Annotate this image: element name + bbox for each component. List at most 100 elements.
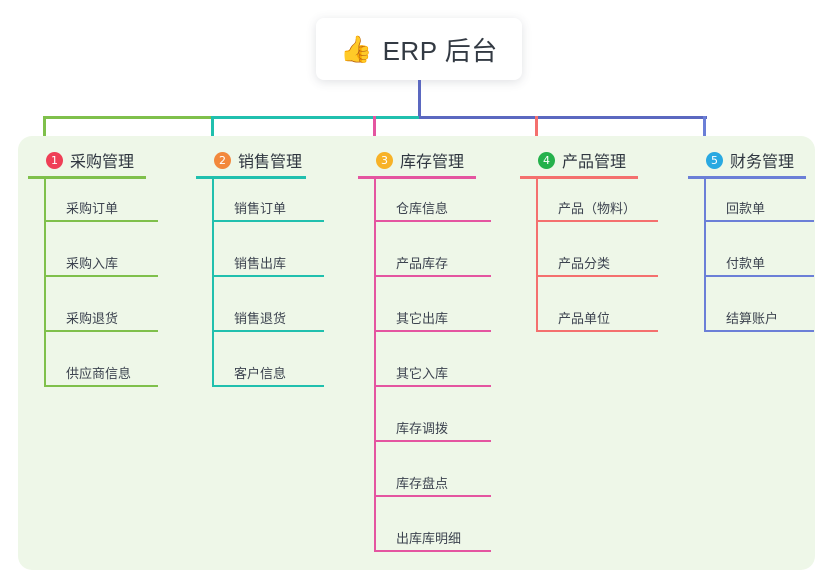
branch-item[interactable]: 出库库明细 [374, 522, 491, 552]
branch-trunk [44, 176, 46, 387]
branch-item-rule [704, 275, 814, 277]
branch-item-rule [212, 385, 324, 387]
branch-header-库存管理[interactable]: 3 库存管理 [376, 148, 464, 172]
branch-title-label: 库存管理 [400, 154, 465, 171]
branch-item[interactable]: 客户信息 [212, 357, 324, 387]
branch-item-rule [704, 220, 814, 222]
branches-panel [18, 136, 815, 570]
branch-item-rule [44, 220, 158, 222]
branch-item-rule [536, 275, 658, 277]
branch-item-rule [374, 330, 491, 332]
branch-number-badge: 3 [376, 151, 393, 169]
branch-title-label: 财务管理 [730, 154, 795, 171]
branch-header-财务管理[interactable]: 5 财务管理 [706, 148, 794, 172]
branch-item-label: 库存调拨 [396, 421, 449, 436]
branch-item-label: 回款单 [726, 201, 766, 216]
branch-item-rule [536, 330, 658, 332]
branch-item-rule [536, 220, 658, 222]
branch-header-采购管理[interactable]: 1 采购管理 [46, 148, 134, 172]
branch-item-rule [212, 220, 324, 222]
branch-column-销售管理: 2 销售管理销售订单销售出库销售退货客户信息 [196, 136, 351, 401]
branch-item-rule [374, 495, 491, 497]
branch-item-label: 销售出库 [234, 256, 287, 271]
branch-item-rule [374, 220, 491, 222]
branch-trunk [536, 176, 538, 332]
branch-item-rule [374, 385, 491, 387]
branch-item-label: 采购订单 [66, 201, 119, 216]
branch-item-rule [212, 275, 324, 277]
branch-item-label: 产品库存 [396, 256, 449, 271]
branch-item[interactable]: 其它入库 [374, 357, 491, 387]
branch-column-财务管理: 5 财务管理回款单付款单结算账户 [688, 136, 818, 346]
connector-bus-teal [212, 116, 419, 119]
branch-header-rule [196, 176, 306, 179]
root-node-label: ERP 后台 [382, 35, 498, 66]
branch-item[interactable]: 库存盘点 [374, 467, 491, 497]
branch-item-label: 仓库信息 [396, 201, 449, 216]
root-node-erp-backend[interactable]: 👍 ERP 后台 [316, 18, 522, 80]
branch-header-销售管理[interactable]: 2 销售管理 [214, 148, 302, 172]
branch-item-label: 其它出库 [396, 311, 449, 326]
branch-header-rule [28, 176, 146, 179]
branch-item[interactable]: 供应商信息 [44, 357, 158, 387]
branch-item-label: 销售退货 [234, 311, 287, 326]
branch-item-label: 采购退货 [66, 311, 119, 326]
branch-item[interactable]: 付款单 [704, 247, 814, 277]
branch-item[interactable]: 仓库信息 [374, 192, 491, 222]
branch-item[interactable]: 产品单位 [536, 302, 658, 332]
branch-item[interactable]: 其它出库 [374, 302, 491, 332]
connector-bus-green [44, 116, 212, 119]
branch-item-label: 客户信息 [234, 366, 287, 381]
branch-item-label: 产品（物料） [558, 201, 637, 216]
branch-title-label: 采购管理 [70, 154, 135, 171]
branch-item-label: 采购入库 [66, 256, 119, 271]
branch-item-label: 结算账户 [726, 311, 779, 326]
branch-item[interactable]: 产品（物料） [536, 192, 658, 222]
branch-item[interactable]: 产品分类 [536, 247, 658, 277]
branch-item[interactable]: 产品库存 [374, 247, 491, 277]
branch-item[interactable]: 销售出库 [212, 247, 324, 277]
branch-item-rule [212, 330, 324, 332]
branch-item-label: 销售订单 [234, 201, 287, 216]
branch-item[interactable]: 销售退货 [212, 302, 324, 332]
branch-column-产品管理: 4 产品管理产品（物料） 产品分类产品单位 [520, 136, 680, 346]
branch-item[interactable]: 采购入库 [44, 247, 158, 277]
branch-item-label: 付款单 [726, 256, 766, 271]
branch-item-rule [374, 440, 491, 442]
branch-number-badge: 4 [538, 151, 555, 169]
branch-trunk [374, 176, 376, 552]
branch-item[interactable]: 回款单 [704, 192, 814, 222]
branch-header-rule [358, 176, 476, 179]
branch-item[interactable]: 销售订单 [212, 192, 324, 222]
branch-item-rule [374, 550, 491, 552]
branch-item[interactable]: 库存调拨 [374, 412, 491, 442]
branch-item[interactable]: 采购订单 [44, 192, 158, 222]
branch-title-label: 产品管理 [562, 154, 627, 171]
branch-header-产品管理[interactable]: 4 产品管理 [538, 148, 626, 172]
branch-item[interactable]: 采购退货 [44, 302, 158, 332]
branch-number-badge: 1 [46, 151, 63, 169]
branch-header-rule [520, 176, 638, 179]
branch-number-badge: 5 [706, 151, 723, 169]
branch-item-rule [44, 275, 158, 277]
branch-title-label: 销售管理 [238, 154, 303, 171]
connector-root-stem [418, 80, 421, 119]
branch-item-label: 库存盘点 [396, 476, 449, 491]
branch-item[interactable]: 结算账户 [704, 302, 814, 332]
branch-number-badge: 2 [214, 151, 231, 169]
branch-trunk [212, 176, 214, 387]
branch-column-库存管理: 3 库存管理仓库信息产品库存其它出库其它入库库存调拨库存盘点出库库明细 [358, 136, 513, 566]
branch-item-label: 出库库明细 [396, 531, 462, 546]
branch-column-采购管理: 1 采购管理采购订单采购入库采购退货供应商信息 [28, 136, 188, 401]
branch-item-label: 产品分类 [558, 256, 611, 271]
branch-trunk [704, 176, 706, 332]
connector-bus-blue [419, 116, 707, 119]
branch-header-rule [688, 176, 806, 179]
branch-item-label: 产品单位 [558, 311, 611, 326]
branch-item-rule [704, 330, 814, 332]
branch-item-rule [374, 275, 491, 277]
branch-item-label: 供应商信息 [66, 366, 132, 381]
branch-item-label: 其它入库 [396, 366, 449, 381]
branch-item-rule [44, 330, 158, 332]
